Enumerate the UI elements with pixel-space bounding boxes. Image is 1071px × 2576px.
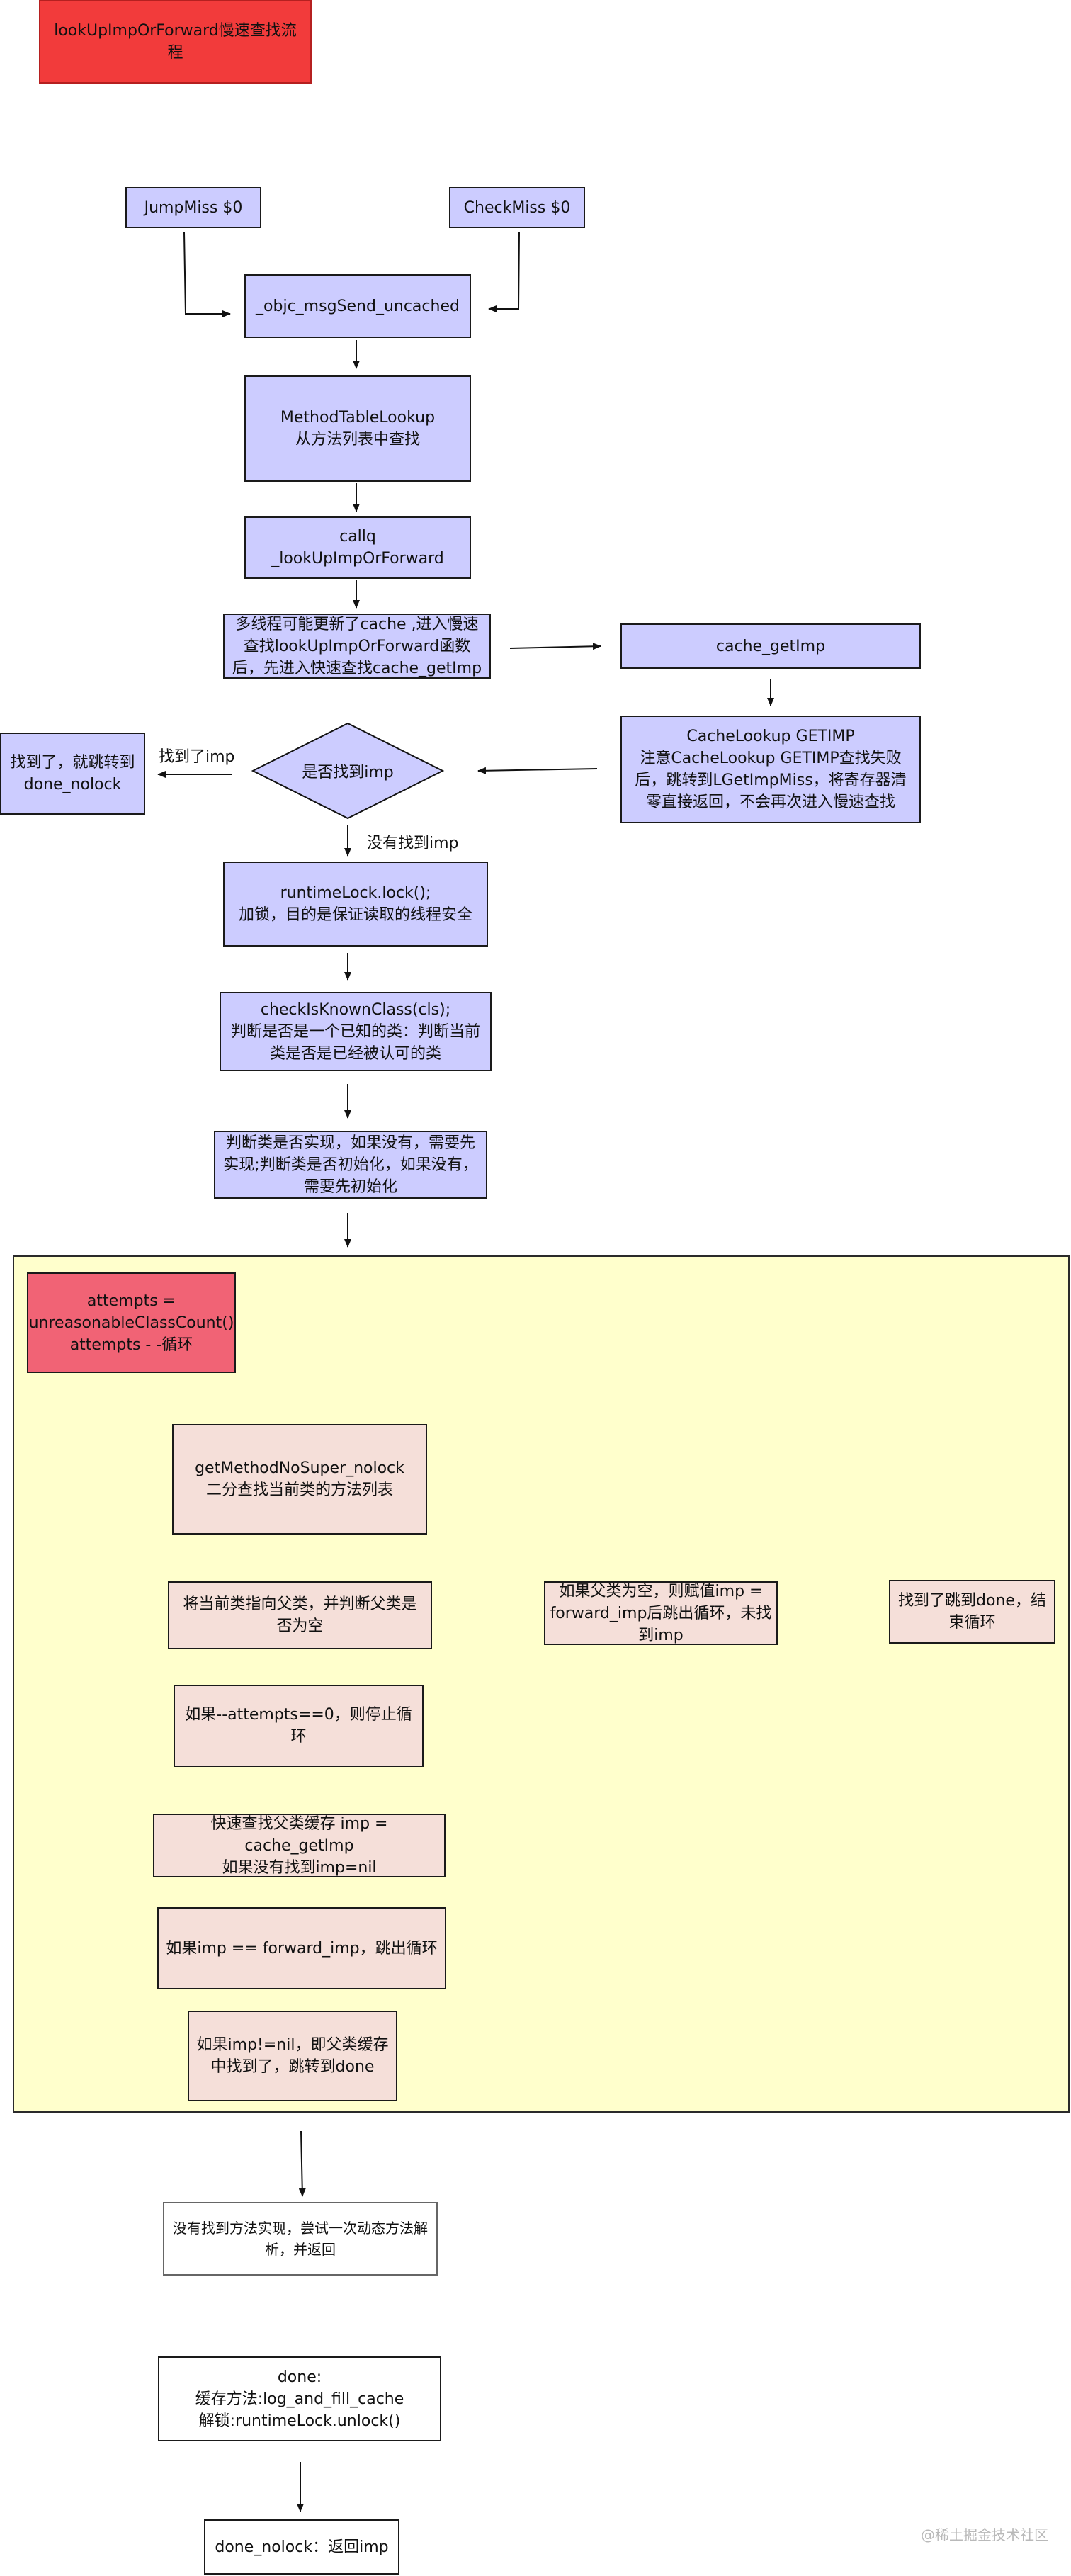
- node-imp-not-nil: 如果imp!=nil，即父类缓存中找到了，跳转到done: [188, 2011, 397, 2101]
- node-cache-lookup-getimp: CacheLookup GETIMP 注意CacheLookup GETIMP查…: [620, 716, 921, 823]
- decision-diamond: [251, 722, 445, 820]
- edge-jumpmiss-to-uncached: [183, 232, 231, 317]
- watermark: @稀土掘金技术社区: [921, 2526, 1048, 2543]
- edge-label-found-imp: 找到了imp: [159, 748, 235, 766]
- node-get-method-nosuper: getMethodNoSuper_nolock 二分查找当前类的方法列表: [172, 1424, 427, 1535]
- edge-multithread-to-cachegetimp: [509, 643, 601, 650]
- edge-label-not-found-imp: 没有找到imp: [367, 835, 459, 852]
- node-attempts: attempts = unreasonableClassCount() atte…: [27, 1272, 236, 1373]
- edge-loop-to-resolve: [298, 2130, 306, 2197]
- node-done: done: 缓存方法:log_and_fill_cache 解锁:runtime…: [158, 2356, 441, 2441]
- node-fast-super-cache: 快速查找父类缓存 imp = cache_getImp 如果没有找到imp=ni…: [153, 1814, 446, 1877]
- node-resolve-method: 没有找到方法实现，尝试一次动态方法解析，并返回: [163, 2202, 438, 2276]
- node-realize-initialize: 判断类是否实现，如果没有，需要先实现;判断类是否初始化，如果没有，需要先初始化: [214, 1131, 487, 1199]
- node-runtime-lock: runtimeLock.lock(); 加锁，目的是保证读取的线程安全: [223, 862, 488, 947]
- node-found-done-nolock: 找到了，就跳转到done_nolock: [0, 733, 145, 815]
- node-done-nolock: done_nolock：返回imp: [204, 2519, 400, 2575]
- node-attempts-zero: 如果--attempts==0，则停止循环: [174, 1685, 424, 1767]
- edge-checkmiss-to-uncached: [488, 232, 520, 312]
- node-point-to-super: 将当前类指向父类，并判断父类是否为空: [168, 1581, 432, 1649]
- node-callq-lookup: callq _lookUpImpOrForward: [244, 516, 471, 579]
- node-super-nil: 如果父类为空，则赋值imp = forward_imp后跳出循环，未找到imp: [544, 1581, 778, 1645]
- diagram-title: lookUpImpOrForward慢速查找流程: [39, 0, 312, 84]
- node-jump-miss: JumpMiss $0: [125, 187, 261, 228]
- node-method-table-lookup: MethodTableLookup 从方法列表中查找: [244, 375, 471, 482]
- node-multithread-note: 多线程可能更新了cache ,进入慢速查找lookUpImpOrForward函…: [223, 614, 491, 679]
- node-imp-forward: 如果imp == forward_imp，跳出循环: [157, 1907, 446, 1989]
- node-check-known-class: checkIsKnownClass(cls); 判断是否是一个已知的类：判断当前…: [220, 992, 492, 1071]
- edge-cachelookup-to-decision: [477, 767, 598, 774]
- node-cache-getimp: cache_getImp: [620, 623, 921, 669]
- node-msgsend-uncached: _objc_msgSend_uncached: [244, 274, 471, 338]
- node-found-done-end-loop: 找到了跳到done，结束循环: [889, 1580, 1055, 1644]
- node-check-miss: CheckMiss $0: [449, 187, 585, 228]
- node-found-imp-decision: 是否找到imp: [302, 764, 394, 781]
